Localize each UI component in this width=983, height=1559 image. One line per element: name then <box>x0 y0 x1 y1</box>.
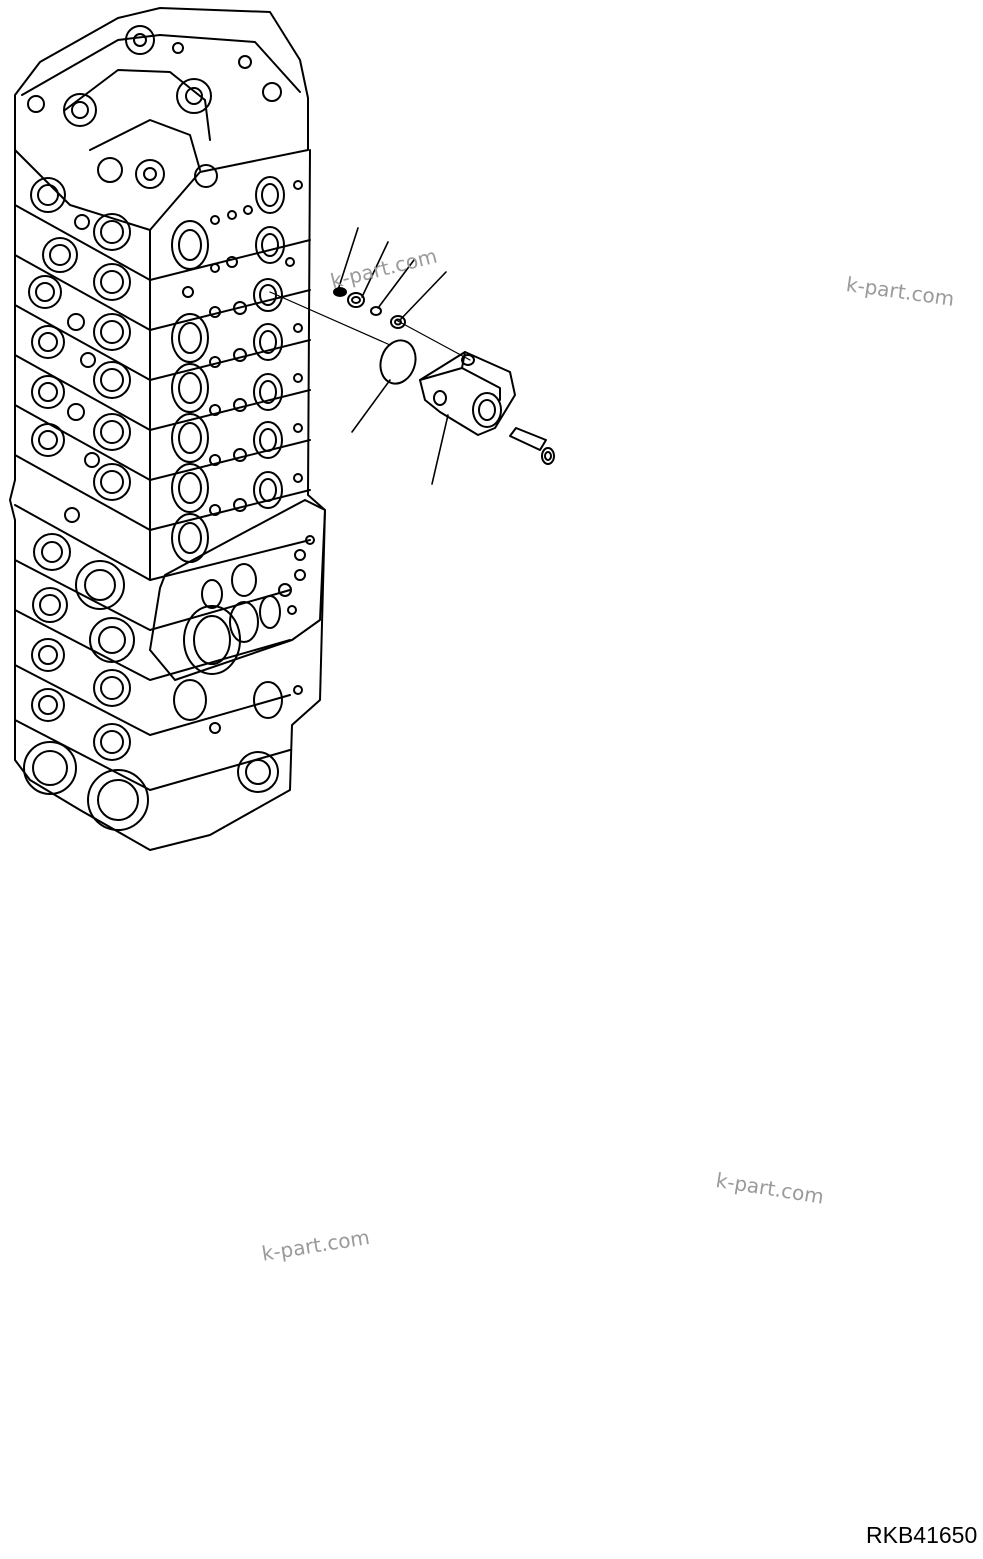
leader-lines <box>337 227 449 485</box>
drawing-id-label: RKB41650 <box>866 1522 978 1548</box>
large-o-ring-part <box>379 339 417 385</box>
nut-part <box>390 315 406 329</box>
small-o-ring-part <box>370 306 382 316</box>
plug-part <box>333 287 347 297</box>
plug-spacer-part <box>347 292 365 308</box>
assembly-axis-line <box>269 291 471 361</box>
control-valve-body <box>9 7 326 851</box>
cover-block-part <box>419 351 516 436</box>
bolt-part <box>509 427 555 465</box>
